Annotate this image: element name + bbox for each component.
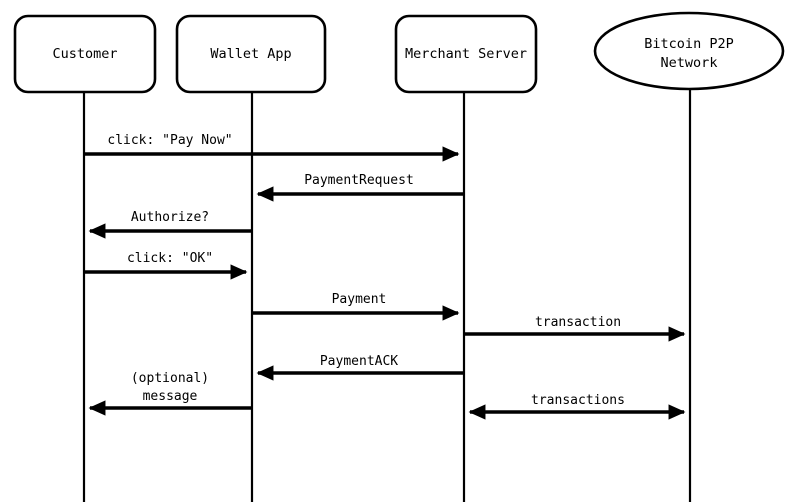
participant-merchant[interactable]: Merchant Server (394, 14, 538, 94)
message-payment-ack-label: PaymentACK (320, 354, 398, 369)
message-authorize[interactable]: Authorize? (88, 210, 252, 239)
participant-wallet-label: Wallet App (210, 46, 291, 62)
message-payment-ack[interactable]: PaymentACK (256, 354, 464, 381)
message-payment-label: Payment (332, 292, 387, 307)
message-click-pay-now[interactable]: click: "Pay Now" (84, 133, 460, 162)
message-transactions-label: transactions (531, 393, 625, 408)
message-payment-request-label: PaymentRequest (304, 173, 414, 188)
lifelines-group (82, 88, 692, 502)
participant-bitcoin-label-line1: Bitcoin P2P (644, 36, 733, 52)
participant-customer[interactable]: Customer (13, 14, 157, 94)
participant-bitcoin-label-line2: Network (661, 55, 718, 71)
message-payment-request[interactable]: PaymentRequest (256, 173, 464, 202)
message-optional-message-label-line1: (optional) (131, 371, 209, 386)
message-click-ok[interactable]: click: "OK" (84, 251, 248, 280)
participant-customer-label: Customer (52, 46, 117, 62)
message-authorize-label: Authorize? (131, 210, 209, 225)
participant-customer-box[interactable] (13, 14, 157, 94)
message-click-ok-label: click: "OK" (127, 251, 213, 266)
participant-wallet[interactable]: Wallet App (175, 14, 327, 94)
participant-bitcoin-ellipse[interactable] (593, 11, 785, 91)
message-optional-message[interactable]: (optional) message (88, 371, 252, 416)
message-optional-message-label-line2: message (143, 389, 198, 404)
message-transactions[interactable]: transactions (468, 393, 686, 420)
message-transaction-label: transaction (535, 315, 621, 330)
participant-merchant-box[interactable] (394, 14, 538, 94)
participant-bitcoin[interactable]: Bitcoin P2P Network (593, 11, 785, 91)
participant-merchant-label: Merchant Server (405, 46, 527, 62)
message-payment[interactable]: Payment (252, 292, 460, 321)
participant-wallet-box[interactable] (175, 14, 327, 94)
message-transaction[interactable]: transaction (464, 315, 686, 342)
message-click-pay-now-label: click: "Pay Now" (107, 133, 232, 148)
